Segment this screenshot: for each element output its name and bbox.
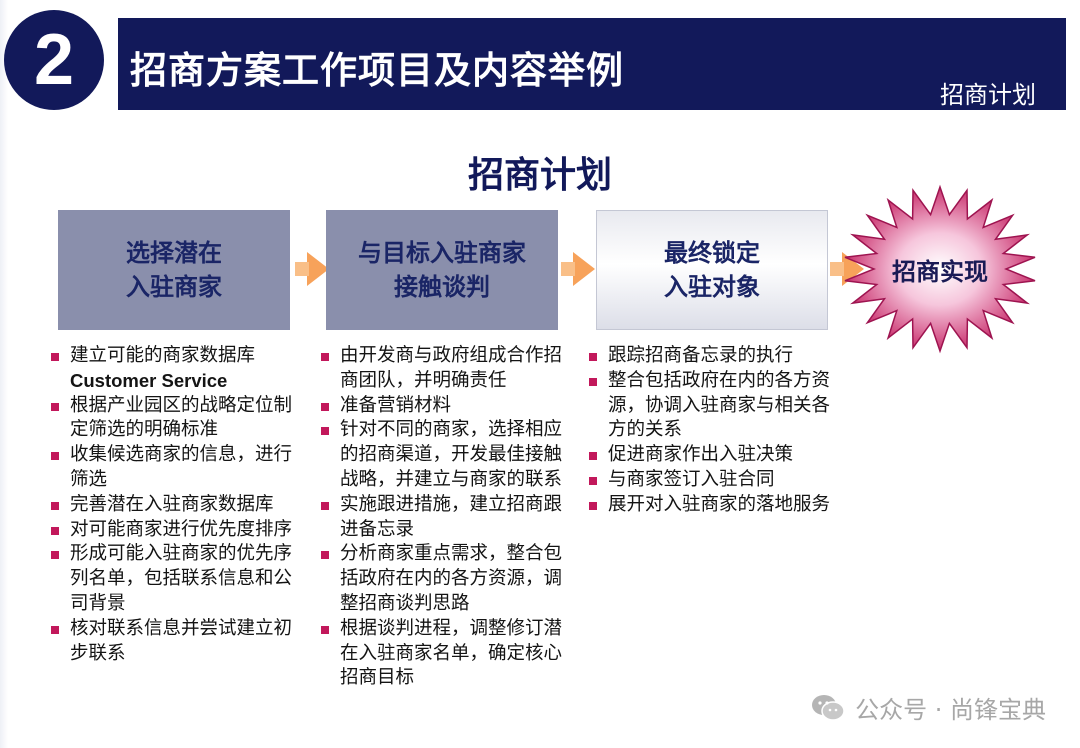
step-label-line1: 与目标入驻商家: [358, 239, 526, 267]
list-item: 根据谈判进程，调整修订潜在入驻商家名单，确定核心招商目标: [320, 617, 575, 691]
step-label-line2: 入驻商家: [126, 273, 222, 301]
list-item: 分析商家重点需求，整合包括政府在内的各方资源，调整招商谈判思路: [320, 542, 575, 616]
step-label-line2: 入驻对象: [664, 273, 760, 301]
section-title: 招商计划: [467, 155, 612, 196]
list-item: Customer Service: [70, 369, 228, 391]
watermark: 公众号 · 尚锋宝典: [811, 690, 1046, 725]
flow-arrow-2-icon: [561, 252, 595, 286]
list-item: 对可能商家进行优先度排序: [50, 518, 305, 543]
list-item: 形成可能入驻商家的优先序列名单，包括联系信息和公司背景: [50, 542, 305, 616]
page-title: 招商方案工作项目及内容举例: [130, 49, 624, 92]
starburst-icon: [844, 184, 1036, 354]
final-step-label: 招商实现: [840, 184, 1040, 354]
list-item: 整合包括政府在内的各方资源，协调入驻商家与相关各方的关系: [588, 369, 843, 443]
list-item: 建立可能的商家数据库: [50, 344, 305, 369]
list-item: 跟踪招商备忘录的执行: [588, 344, 843, 369]
header-bar: [118, 18, 1066, 110]
step-box-lock-in: 最终锁定 入驻对象: [596, 210, 828, 330]
final-step-text: 招商实现: [892, 257, 988, 286]
list-item: 核对联系信息并尝试建立初步联系: [50, 617, 305, 667]
list-item: 根据产业园区的战略定位制定筛选的明确标准: [50, 394, 305, 444]
list-item: 完善潜在入驻商家数据库: [50, 493, 305, 518]
bullet-list-column-2: 由开发商与政府组成合作招商团队，并明确责任 准备营销材料 针对不同的商家，选择相…: [320, 344, 575, 691]
step-label-line2: 接触谈判: [394, 273, 490, 301]
header-section-tag: 招商计划: [940, 81, 1036, 109]
list-item: 展开对入驻商家的落地服务: [588, 493, 843, 518]
list-item: 由开发商与政府组成合作招商团队，并明确责任: [320, 344, 575, 394]
wechat-icon: [812, 694, 845, 721]
step-label-line1: 选择潜在: [126, 239, 222, 267]
watermark-text: 公众号 · 尚锋宝典: [855, 696, 1046, 724]
list-item: 收集候选商家的信息，进行筛选: [50, 443, 305, 493]
list-item: 实施跟进措施，建立招商跟进备忘录: [320, 493, 575, 543]
bullet-list-column-3: 跟踪招商备忘录的执行 整合包括政府在内的各方资源，协调入驻商家与相关各方的关系 …: [588, 344, 843, 518]
step-box-negotiate: 与目标入驻商家 接触谈判: [326, 210, 558, 330]
bullet-list-column-1: 建立可能的商家数据库 Customer Service 根据产业园区的战略定位制…: [50, 344, 305, 666]
flow-arrow-1-icon: [295, 252, 329, 286]
step-box-select-merchants: 选择潜在 入驻商家: [58, 210, 290, 330]
list-item: 准备营销材料: [320, 394, 575, 419]
list-item: 与商家签订入驻合同: [588, 468, 843, 493]
list-item: 促进商家作出入驻决策: [588, 443, 843, 468]
step-label-line1: 最终锁定: [664, 239, 760, 267]
section-number-badge: 2: [4, 10, 104, 110]
list-item: 针对不同的商家，选择相应的招商渠道，开发最佳接触战略，并建立与商家的联系: [320, 418, 575, 492]
left-edge-stripe: [0, 0, 8, 748]
